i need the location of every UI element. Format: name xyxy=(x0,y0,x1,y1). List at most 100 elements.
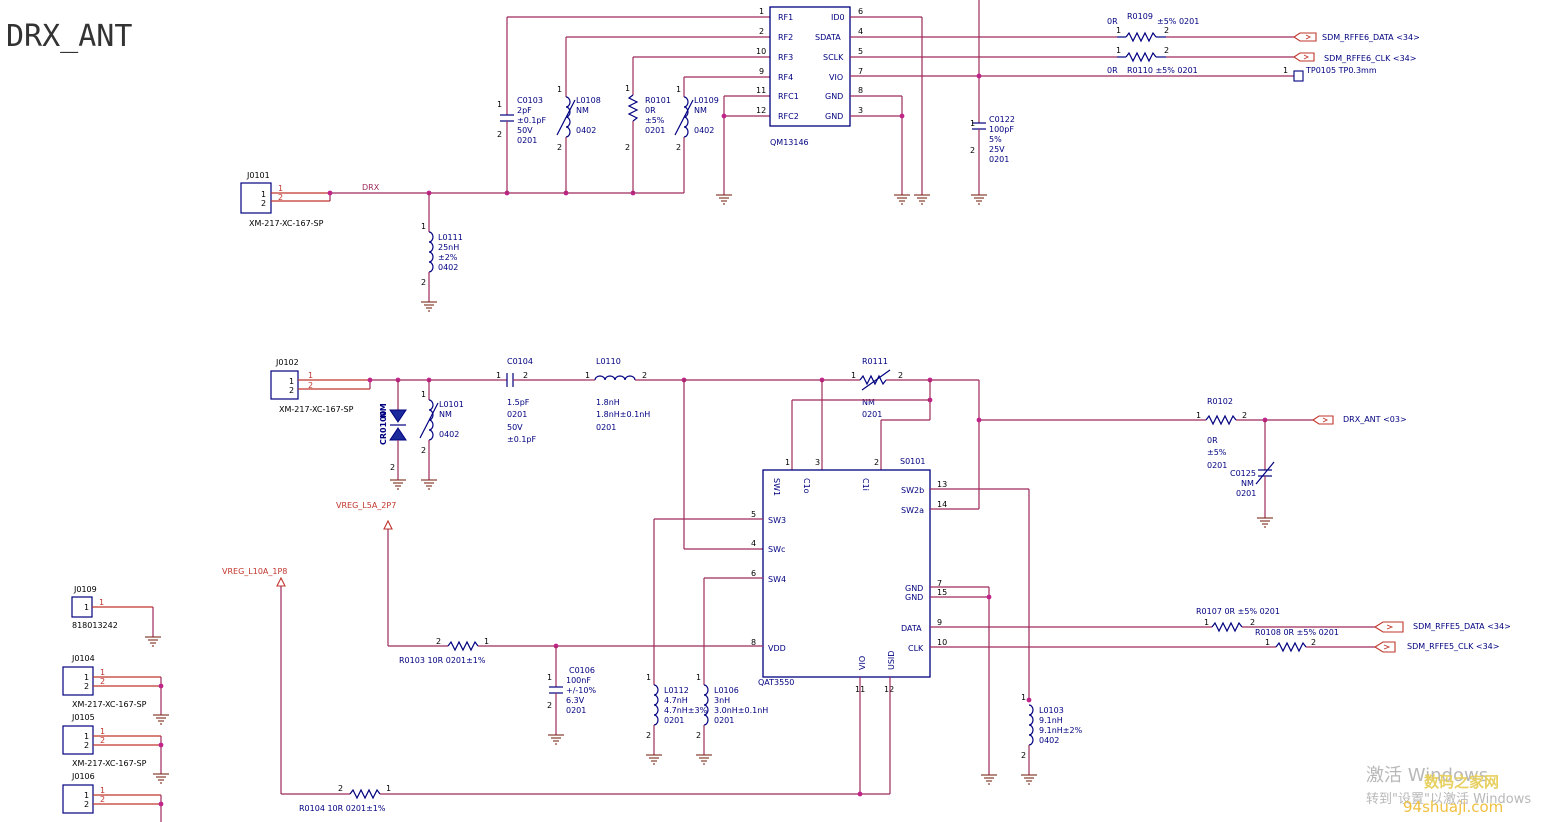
svg-text:GND: GND xyxy=(825,112,843,121)
svg-text:1: 1 xyxy=(851,371,856,380)
svg-text:1: 1 xyxy=(100,668,105,677)
svg-text:2: 2 xyxy=(759,27,764,36)
svg-text:15: 15 xyxy=(937,588,947,597)
svg-text:+/-10%: +/-10% xyxy=(566,686,596,695)
svg-text:NM: NM xyxy=(694,106,707,115)
svg-text:C0106: C0106 xyxy=(569,666,595,675)
svg-text:R0108 0R ±5% 0201: R0108 0R ±5% 0201 xyxy=(1255,628,1339,637)
svg-text:L0109: L0109 xyxy=(694,96,719,105)
svg-text:SW1: SW1 xyxy=(772,478,781,496)
svg-text:RF3: RF3 xyxy=(778,53,793,62)
svg-text:2: 2 xyxy=(676,143,681,152)
svg-text:1: 1 xyxy=(289,377,294,386)
testpoint-tp0105: 1 TP0105 TP0.3mm xyxy=(1283,66,1377,82)
svg-text:SW4: SW4 xyxy=(768,575,786,584)
svg-text:1: 1 xyxy=(676,85,681,94)
svg-text:±5%: ±5% xyxy=(1207,448,1227,457)
resistor-r0103: 2 1 R0103 10R 0201±1% xyxy=(399,637,763,665)
svg-text:1: 1 xyxy=(785,458,790,467)
svg-text:2: 2 xyxy=(100,795,105,804)
svg-text:25nH: 25nH xyxy=(438,243,459,252)
svg-text:9.1nH: 9.1nH xyxy=(1039,716,1063,725)
svg-text:2: 2 xyxy=(100,736,105,745)
bottom-section: J0102 1 2 1 2 XM-217-XC-167-SP 2 CR0100 … xyxy=(62,357,1511,822)
svg-text:XM-217-XC-167-SP: XM-217-XC-167-SP xyxy=(72,759,147,768)
svg-text:100nF: 100nF xyxy=(566,676,591,685)
svg-text:3: 3 xyxy=(858,106,863,115)
svg-text:1: 1 xyxy=(1196,411,1201,420)
inductor-l0109: 1 2 L0109 NM 0402 xyxy=(674,85,719,193)
svg-text:SW2a: SW2a xyxy=(901,506,924,515)
svg-text:2: 2 xyxy=(278,193,283,202)
inductor-l0106: 1 2 L0106 3nH 3.0nH±0.1nH 0201 xyxy=(696,673,768,765)
svg-text:3: 3 xyxy=(815,458,820,467)
svg-text:NM: NM xyxy=(576,106,589,115)
svg-text:1: 1 xyxy=(84,603,89,612)
svg-text:C1o: C1o xyxy=(802,478,811,494)
svg-text:J0102: J0102 xyxy=(275,358,299,367)
ic-qat3550: S0101 QAT3550 SW1 C1o C1i 1 3 2 SW3 SWc … xyxy=(751,457,947,694)
svg-text:1: 1 xyxy=(1283,66,1288,75)
svg-text:4: 4 xyxy=(751,539,756,548)
svg-text:1: 1 xyxy=(759,7,764,16)
svg-text:DATA: DATA xyxy=(901,624,922,633)
svg-text:SDM_RFFE5_DATA <34>: SDM_RFFE5_DATA <34> xyxy=(1413,622,1511,631)
svg-text:2pF: 2pF xyxy=(517,106,532,115)
svg-text:0201: 0201 xyxy=(596,423,616,432)
svg-text:5%: 5% xyxy=(989,135,1002,144)
svg-text:2: 2 xyxy=(84,741,89,750)
svg-text:1: 1 xyxy=(84,732,89,741)
svg-text:0201: 0201 xyxy=(664,716,684,725)
svg-text:NM: NM xyxy=(439,410,452,419)
svg-text:SW3: SW3 xyxy=(768,516,786,525)
svg-text:0R: 0R xyxy=(645,106,656,115)
svg-text:2: 2 xyxy=(308,381,313,390)
svg-text:2: 2 xyxy=(874,458,879,467)
svg-text:1: 1 xyxy=(1021,693,1026,702)
svg-text:25V: 25V xyxy=(989,145,1005,154)
offpage-rffe5-data: SDM_RFFE5_DATA <34> xyxy=(1373,621,1511,633)
capacitor-c0125: C0125 NM 0201 xyxy=(1230,420,1275,528)
connector-j0105: J0105 1 2 1 2 XM-217-XC-167-SP xyxy=(62,713,169,784)
resistor-r0111: 1 2 R0111 NM 0201 xyxy=(851,357,979,419)
svg-text:J0109: J0109 xyxy=(73,585,97,594)
connector-j0102: J0102 1 2 1 2 XM-217-XC-167-SP xyxy=(270,358,370,414)
svg-text:0201: 0201 xyxy=(1207,461,1227,470)
svg-text:L0106: L0106 xyxy=(714,686,739,695)
svg-text:1: 1 xyxy=(497,100,502,109)
svg-text:0201: 0201 xyxy=(517,136,537,145)
svg-text:2: 2 xyxy=(1311,638,1316,647)
svg-text:SDM_RFFE5_CLK <34>: SDM_RFFE5_CLK <34> xyxy=(1407,642,1499,651)
svg-text:±5%: ±5% xyxy=(645,116,665,125)
j0101-part: XM-217-XC-167-SP xyxy=(249,219,324,228)
svg-text:1: 1 xyxy=(84,791,89,800)
svg-text:2: 2 xyxy=(497,130,502,139)
svg-text:L0112: L0112 xyxy=(664,686,689,695)
svg-text:2: 2 xyxy=(547,701,552,710)
tvs-diode-cr0100: 2 CR0100 NM xyxy=(379,380,407,490)
svg-text:2: 2 xyxy=(84,800,89,809)
svg-text:0201: 0201 xyxy=(989,155,1009,164)
svg-text:4.7nH: 4.7nH xyxy=(664,696,688,705)
svg-text:1.5pF: 1.5pF xyxy=(507,398,530,407)
svg-text:0402: 0402 xyxy=(1039,736,1059,745)
svg-text:0402: 0402 xyxy=(576,126,596,135)
svg-text:0R: 0R xyxy=(1207,436,1218,445)
svg-text:L0110: L0110 xyxy=(596,357,621,366)
svg-text:2: 2 xyxy=(898,371,903,380)
svg-text:2: 2 xyxy=(557,143,562,152)
svg-text:2: 2 xyxy=(436,637,441,646)
resistor-r0109: 1 2 0R R0109 ±5% 0201 xyxy=(1107,12,1199,43)
svg-text:1: 1 xyxy=(1116,46,1121,55)
svg-text:1: 1 xyxy=(386,784,391,793)
svg-text:50V: 50V xyxy=(507,423,523,432)
connector-j0104: J0104 1 2 1 2 XM-217-XC-167-SP xyxy=(62,654,169,725)
svg-text:2: 2 xyxy=(625,143,630,152)
capacitor-c0122: 1 2 C0122 100pF 5% 25V 0201 xyxy=(970,115,1015,205)
qm13146-part: QM13146 xyxy=(770,138,809,147)
svg-text:0201: 0201 xyxy=(862,410,882,419)
svg-text:J0105: J0105 xyxy=(71,713,95,722)
svg-text:818013242: 818013242 xyxy=(72,621,118,630)
svg-text:XM-217-XC-167-SP: XM-217-XC-167-SP xyxy=(279,405,354,414)
svg-text:2: 2 xyxy=(1164,26,1169,35)
